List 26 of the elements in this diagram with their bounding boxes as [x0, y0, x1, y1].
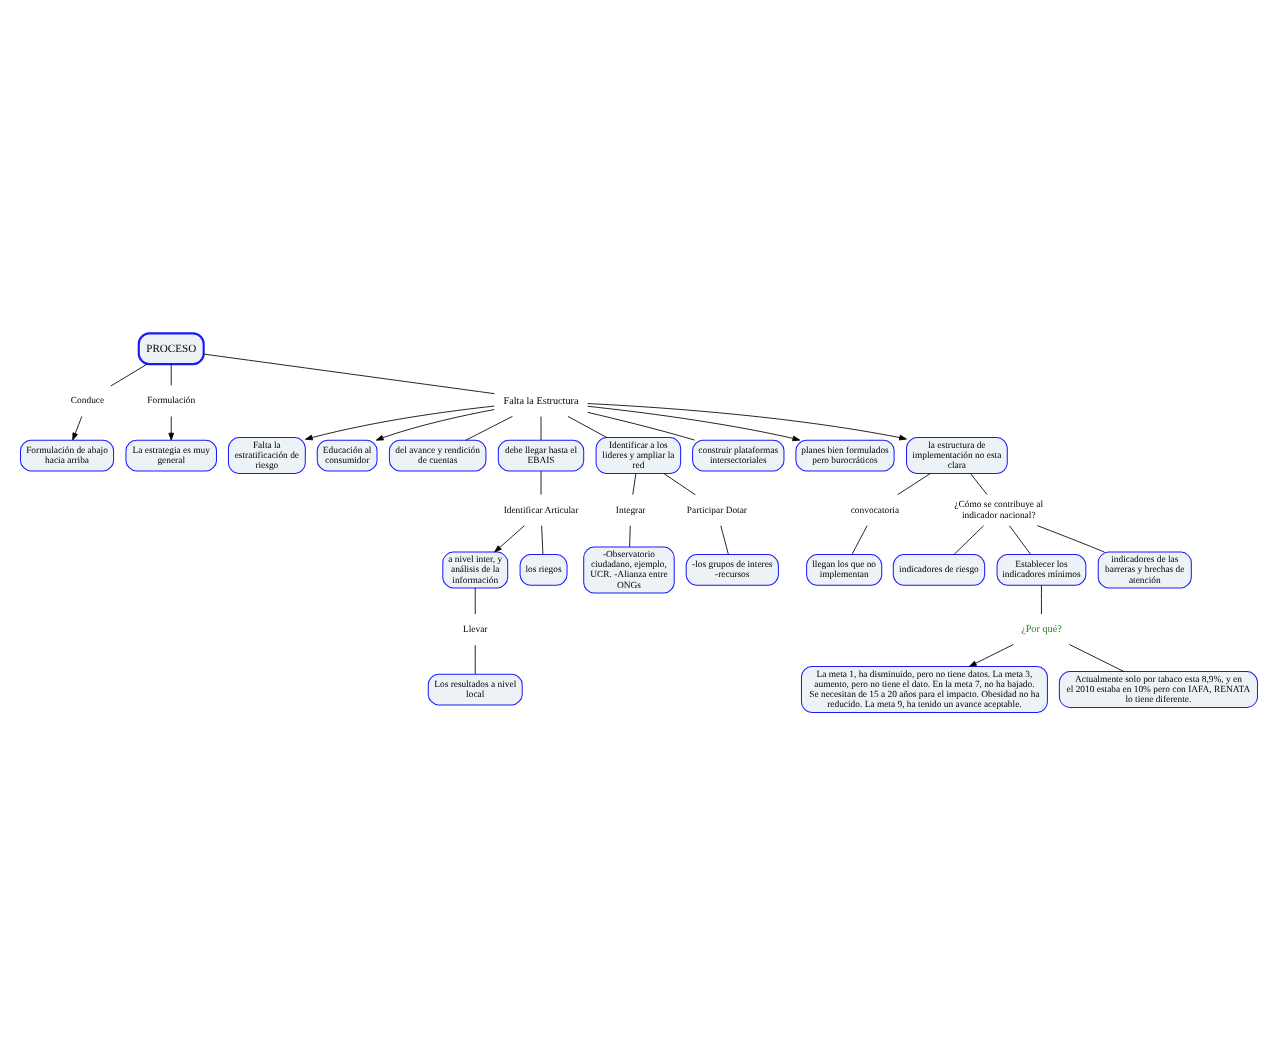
arrow — [305, 405, 495, 441]
connector — [587, 411, 695, 441]
connector — [970, 473, 988, 496]
connector — [1009, 525, 1031, 555]
arrow — [968, 644, 1014, 667]
connector — [567, 415, 608, 438]
connector — [110, 363, 148, 387]
arrow — [72, 416, 83, 441]
connector — [953, 525, 985, 555]
connector — [203, 353, 495, 395]
arrow — [168, 416, 175, 441]
connector — [663, 473, 696, 496]
connector — [632, 473, 637, 496]
connector — [1041, 585, 1042, 615]
arrow — [587, 403, 907, 441]
arrow — [494, 525, 525, 553]
connector — [1069, 644, 1125, 672]
connector — [720, 525, 729, 555]
connector — [629, 525, 631, 548]
connector — [465, 415, 513, 441]
arrow — [375, 409, 495, 441]
connector — [541, 525, 544, 555]
arrow — [587, 405, 801, 442]
connector — [897, 473, 931, 496]
connector — [851, 525, 868, 555]
connector — [1036, 525, 1105, 553]
